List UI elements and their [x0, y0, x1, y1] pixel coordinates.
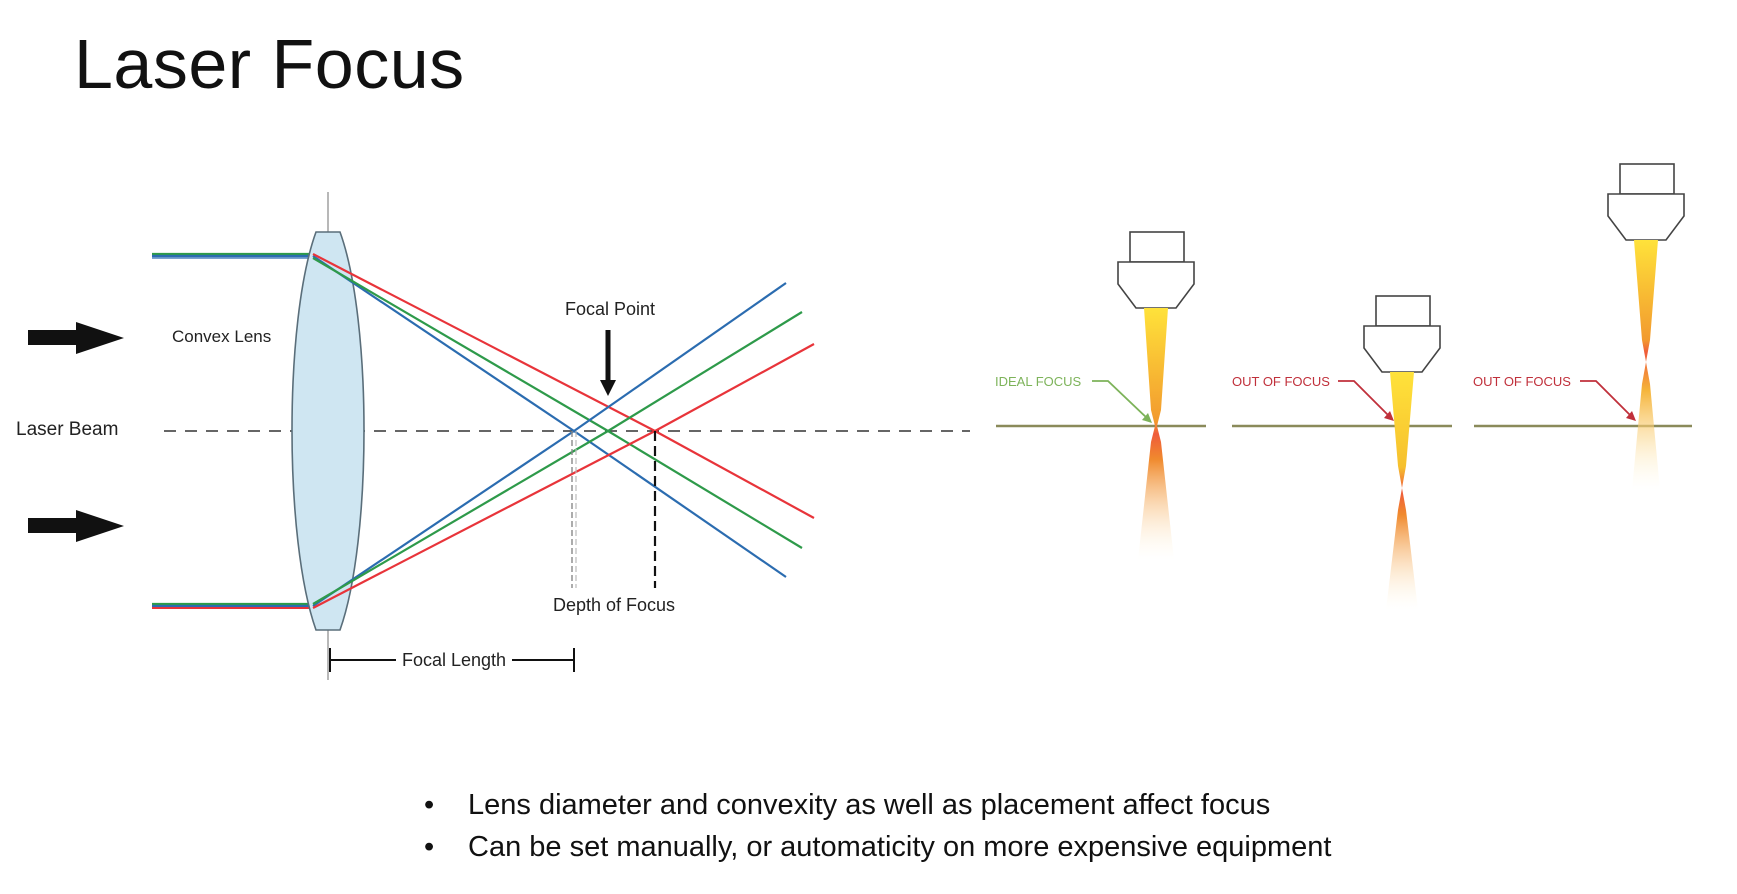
ideal-focus-label: IDEAL FOCUS — [995, 374, 1082, 389]
focal-point-arrow-icon — [600, 330, 616, 396]
convex-lens-label: Convex Lens — [172, 327, 271, 346]
depth-of-focus-label: Depth of Focus — [553, 595, 675, 615]
focal-length-label: Focal Length — [402, 650, 506, 670]
out-of-focus-label-1: OUT OF FOCUS — [1232, 374, 1330, 389]
convex-lens — [291, 231, 365, 631]
out-of-focus-arrow-1-icon — [1338, 380, 1391, 418]
ideal-focus-arrow-icon — [1092, 380, 1149, 420]
laser-beam-label: Laser Beam — [16, 419, 118, 440]
focal-point-label: Focal Point — [565, 299, 655, 319]
out-of-focus-arrow-2-icon — [1580, 380, 1633, 418]
out-of-focus-label-2: OUT OF FOCUS — [1473, 374, 1571, 389]
nozzle-out-of-focus-low — [1363, 295, 1441, 610]
bullet-item: Can be set manually, or automaticity on … — [424, 826, 1331, 868]
input-arrow-top-icon — [28, 322, 124, 354]
bullet-list: Lens diameter and convexity as well as p… — [424, 784, 1331, 868]
nozzle-out-of-focus-high — [1607, 163, 1685, 490]
bullet-item: Lens diameter and convexity as well as p… — [424, 784, 1331, 826]
nozzle-ideal-focus — [1117, 231, 1195, 560]
slide-title: Laser Focus — [74, 25, 465, 103]
input-arrow-bottom-icon — [28, 510, 124, 542]
focal-length-bracket — [329, 648, 575, 672]
